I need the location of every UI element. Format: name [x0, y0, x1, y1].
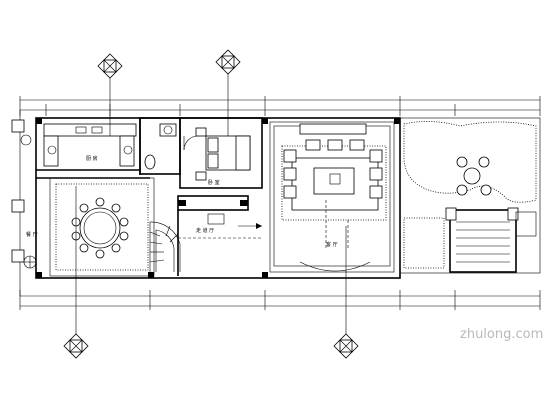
top-dimension-lines [19, 96, 541, 116]
dining-area: 餐 厅 [26, 177, 155, 277]
watermark: zhulong.com [460, 327, 543, 342]
plant-kitchen [20, 134, 32, 146]
marker-bottom-right [333, 226, 359, 359]
kitchen: 厨 房 [36, 118, 141, 175]
marker-top-center [215, 49, 241, 136]
dining-label: 餐 厅 [26, 231, 38, 238]
marker-bottom-left [63, 186, 89, 359]
living-label: 客 厅 [326, 241, 338, 248]
living-sofa-chairs [283, 139, 383, 199]
kitchen-label: 厨 房 [86, 155, 98, 162]
spiral-stair [149, 210, 181, 276]
garden-table-set [456, 156, 492, 196]
bottom-dimension-lines [19, 290, 541, 310]
plant-left [23, 255, 37, 269]
dining-chairs [71, 197, 129, 259]
hall: 走 道 厅 [177, 195, 262, 239]
hall-label: 走 道 厅 [196, 227, 214, 234]
living-room: 客 厅 [269, 121, 395, 273]
garden-terrace [399, 117, 541, 274]
marker-top-left [97, 53, 123, 136]
bedroom: 卧 室 [179, 117, 263, 189]
bedroom-label: 卧 室 [208, 179, 220, 186]
left-dimension-lines [11, 110, 25, 296]
bathroom [139, 117, 181, 175]
